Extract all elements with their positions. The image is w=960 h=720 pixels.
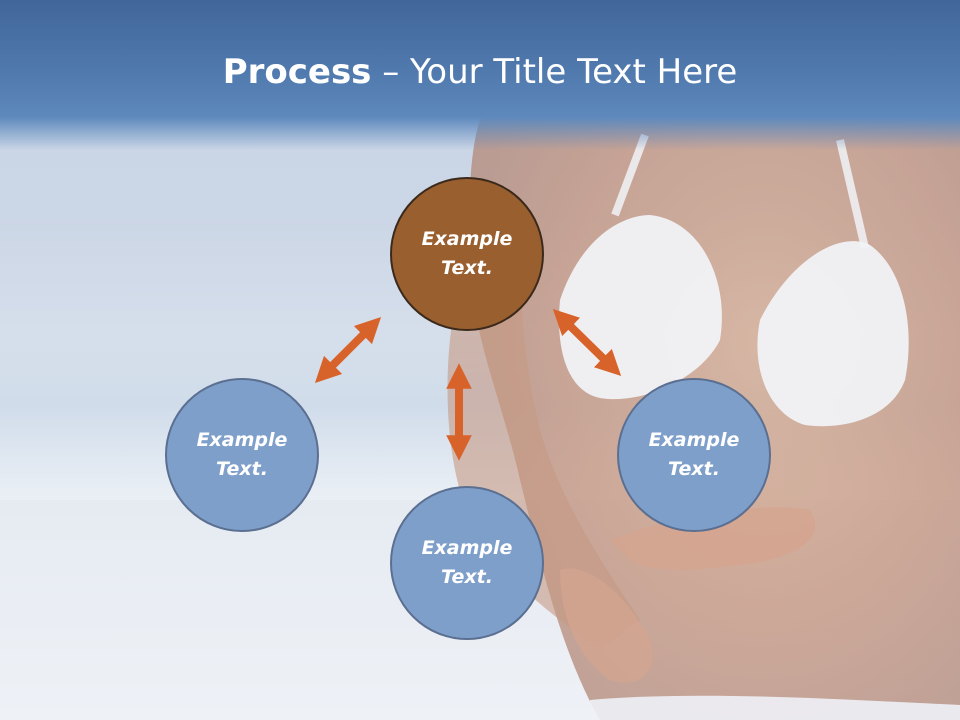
process-node-bottom: Example Text. — [390, 486, 544, 640]
process-node-top: Example Text. — [390, 177, 544, 331]
slide-title: Process – Your Title Text Here — [0, 52, 960, 92]
node-bottom-line1: Example — [421, 537, 513, 559]
node-bottom-line2: Text. — [441, 566, 493, 588]
title-bold: Process — [222, 52, 372, 92]
node-left-line1: Example — [196, 429, 288, 451]
node-right-line2: Text. — [668, 458, 720, 480]
node-left-line2: Text. — [216, 458, 268, 480]
node-right-line1: Example — [648, 429, 740, 451]
title-rest: – Your Title Text Here — [371, 52, 738, 92]
title-band — [0, 0, 960, 150]
arrow-top-left — [314, 316, 382, 384]
node-top-line2: Text. — [441, 257, 493, 279]
node-top-line1: Example — [421, 228, 513, 250]
process-node-right: Example Text. — [617, 378, 771, 532]
arrow-top-right — [552, 309, 622, 376]
process-node-left: Example Text. — [165, 378, 319, 532]
